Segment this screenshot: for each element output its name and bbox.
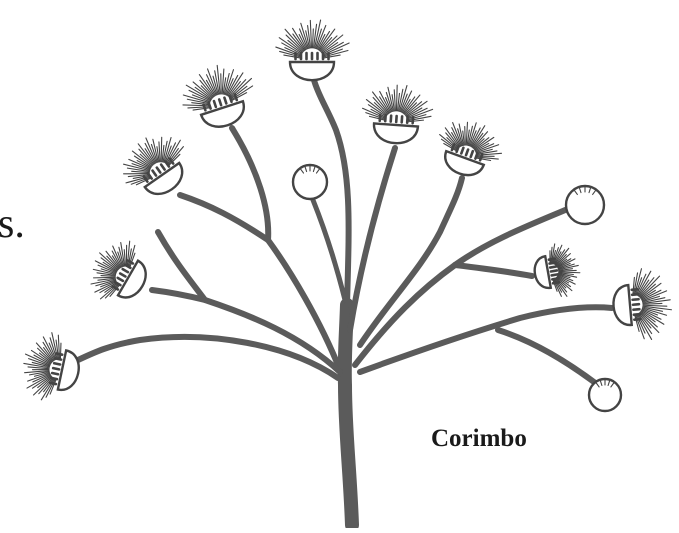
- flower-bud: [589, 379, 621, 411]
- flower-head: [429, 112, 508, 184]
- flower-head: [611, 266, 674, 342]
- flower-head: [360, 83, 434, 146]
- stem-right-small: [455, 265, 532, 276]
- stem-left-lower: [152, 290, 340, 372]
- diagram-caption: Corimbo: [431, 425, 527, 453]
- branch-stems: [78, 80, 612, 525]
- flower-head: [17, 328, 85, 406]
- stem-right-mid: [360, 178, 462, 345]
- stem-left-mid: [180, 195, 268, 240]
- flower-head: [530, 241, 583, 302]
- cropped-text-fragment: s.: [0, 200, 25, 248]
- stem-bud-right-lower: [498, 330, 598, 385]
- main-trunk: [345, 305, 352, 525]
- flower-head: [80, 231, 159, 314]
- flower-bud: [566, 186, 604, 224]
- stem-bud-center: [313, 200, 345, 300]
- flower-head: [175, 57, 263, 137]
- flower-head: [276, 20, 349, 80]
- flower-bud: [293, 165, 327, 199]
